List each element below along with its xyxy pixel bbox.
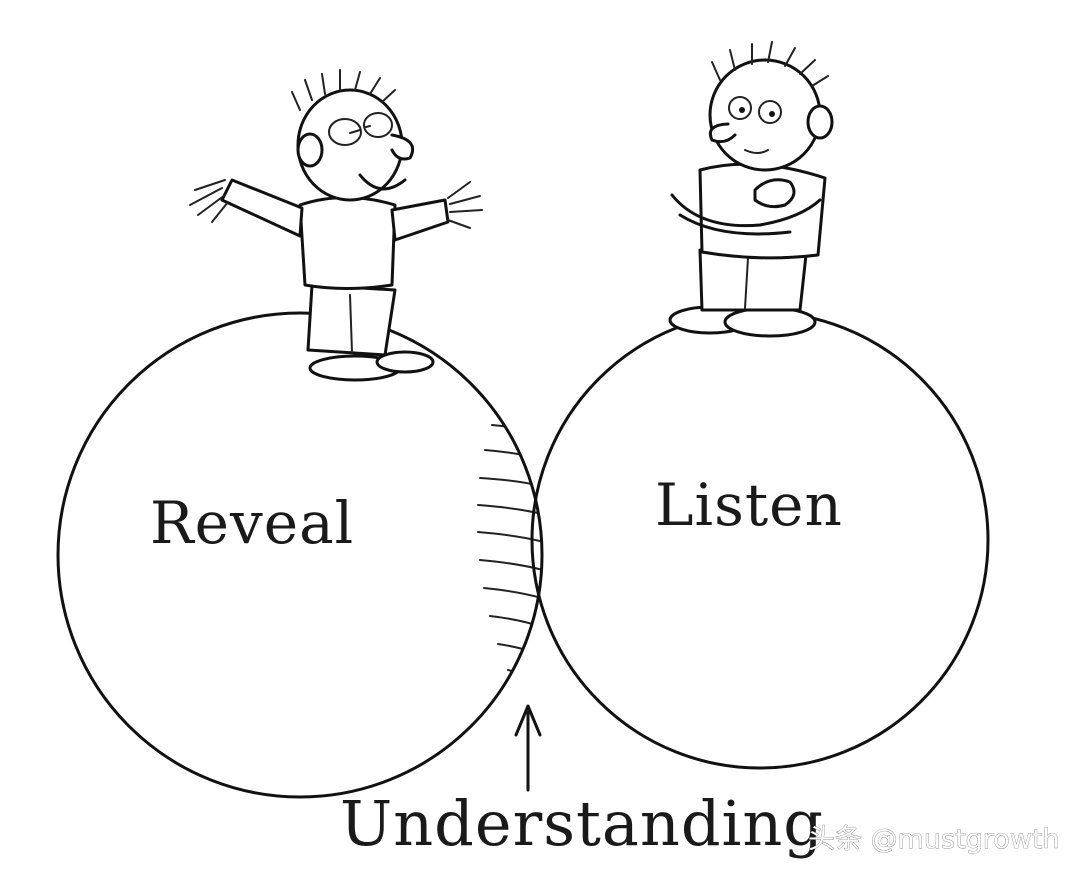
- up-arrow-icon: [514, 704, 542, 792]
- listen-label: Listen: [655, 471, 843, 539]
- listen-circle: [530, 310, 990, 770]
- reveal-figure: [189, 69, 483, 382]
- reveal-circle: [56, 311, 544, 799]
- listen-figure: [668, 41, 834, 338]
- overlap-hatching: [477, 313, 542, 768]
- reveal-label: Reveal: [150, 489, 354, 557]
- watermark: 头条 @mustgrowth: [808, 824, 1060, 855]
- understanding-label: Understanding: [340, 787, 824, 860]
